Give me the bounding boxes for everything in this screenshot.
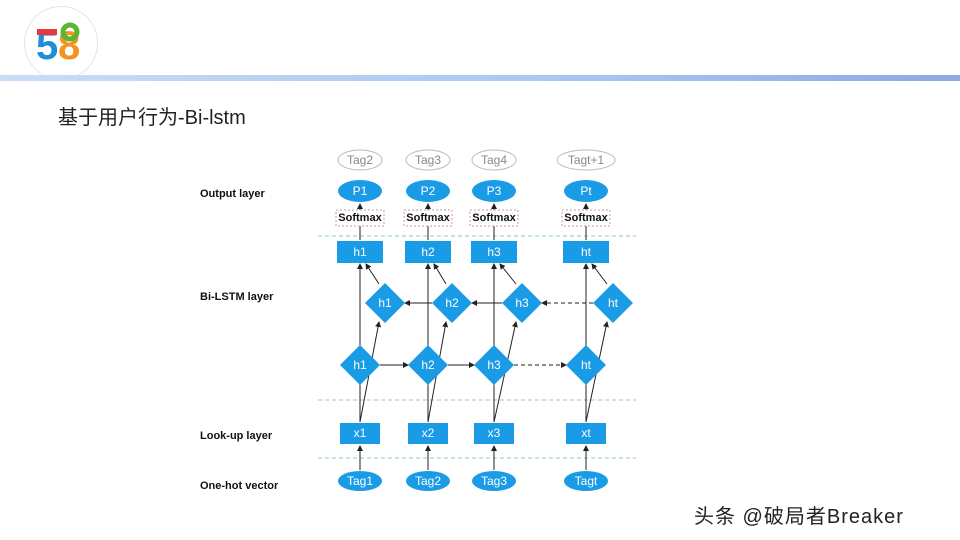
target-tag-ellipse [337,149,383,171]
input-vector-label: x3 [488,426,501,440]
backward-to-h-arrow [499,263,517,285]
softmax-box [335,209,385,227]
backward-lstm-diamond [432,283,472,323]
one-hot-tag-node [338,471,382,491]
softmax-label: Softmax [472,212,516,224]
forward-lstm-diamond [566,345,606,385]
softmax-label: Softmax [406,212,450,224]
backward-lstm-label: h2 [445,296,459,310]
input-vector-label: x1 [354,426,367,440]
hidden-state-box [471,241,517,263]
probability-label: Pt [580,184,592,198]
hidden-state-label: h3 [487,245,501,259]
input-vector-box [340,423,380,444]
onehot-vector-label: One-hot vector [200,480,279,492]
forward-lstm-label: h3 [487,358,501,372]
softmax-label: Softmax [564,212,608,224]
forward-lstm-diamond [474,345,514,385]
probability-node [338,180,382,202]
target-tag-ellipse [556,149,616,171]
backward-lstm-diamond [502,283,542,323]
one-hot-tag-node [564,471,608,491]
softmax-box [561,209,611,227]
one-hot-tag-label: Tag3 [481,474,507,488]
target-tag-label: Tag3 [415,153,441,167]
hidden-state-label: h2 [421,245,435,259]
forward-lstm-diamond [408,345,448,385]
probability-node [472,180,516,202]
backward-to-h-arrow [433,263,447,285]
hidden-state-box [563,241,609,263]
forward-lstm-label: h1 [353,358,367,372]
backward-lstm-diamond [365,283,405,323]
probability-label: P2 [421,184,436,198]
probability-label: P1 [353,184,368,198]
slide-title: 基于用户行为-Bi-lstm [58,107,246,129]
one-hot-tag-label: Tagt [575,474,598,488]
backward-lstm-label: ht [608,296,619,310]
bilstm-layer-label: Bi-LSTM layer [200,291,274,303]
probability-node [564,180,608,202]
softmax-box [469,209,519,227]
forward-lstm-label: ht [581,358,592,372]
hidden-state-box [337,241,383,263]
input-vector-label: x2 [422,426,435,440]
target-tag-label: Tag2 [347,153,373,167]
output-layer-label: Output layer [200,188,265,200]
softmax-box [403,209,453,227]
input-vector-box [566,423,606,444]
one-hot-tag-node [472,471,516,491]
one-hot-tag-label: Tag1 [347,474,373,488]
hidden-state-box [405,241,451,263]
one-hot-tag-label: Tag2 [415,474,441,488]
probability-node [406,180,450,202]
backward-lstm-label: h1 [378,296,392,310]
input-vector-box [408,423,448,444]
input-vector-label: xt [581,426,591,440]
probability-label: P3 [487,184,502,198]
input-vector-box [474,423,514,444]
backward-lstm-label: h3 [515,296,529,310]
backward-to-h-arrow [591,263,608,285]
logo-mark: 5 8 [36,22,80,68]
one-hot-tag-node [406,471,450,491]
forward-lstm-diamond [340,345,380,385]
target-tag-ellipse [471,149,517,171]
lookup-layer-label: Look-up layer [200,430,273,442]
hidden-state-label: h1 [353,245,367,259]
target-tag-ellipse [405,149,451,171]
softmax-label: Softmax [338,212,382,224]
watermark: 头条 @破局者Breaker [694,506,904,528]
hidden-state-label: ht [581,245,592,259]
58-logo: 5 8 [24,6,98,80]
header-band [0,75,960,81]
backward-lstm-diamond [593,283,633,323]
backward-to-h-arrow [365,263,380,285]
target-tag-label: Tagt+1 [568,153,605,167]
forward-lstm-label: h2 [421,358,435,372]
target-tag-label: Tag4 [481,153,507,167]
